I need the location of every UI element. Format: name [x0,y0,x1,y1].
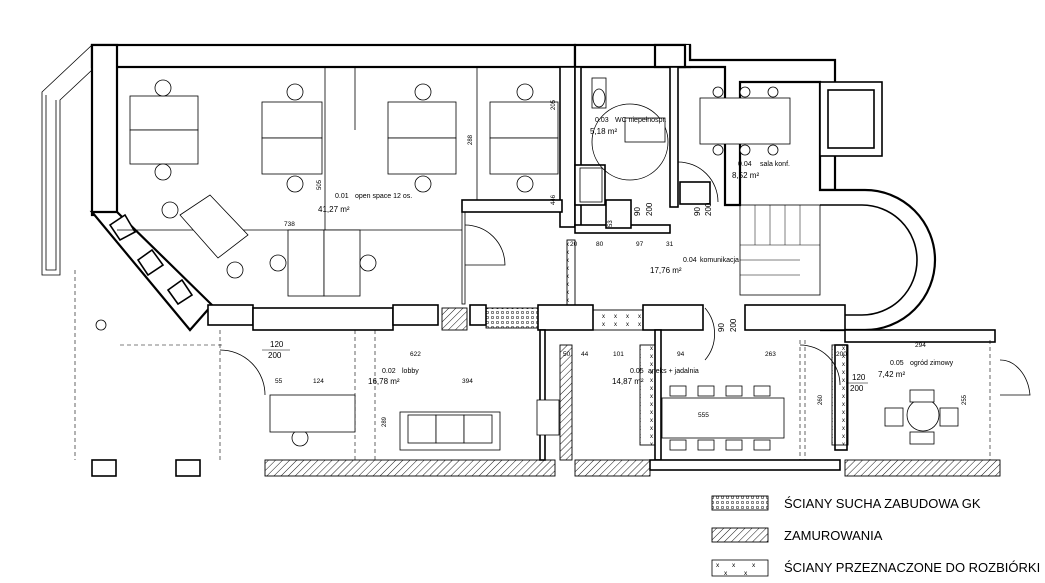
room-label-sala-konf: 0.04 sala konf. 8,52 m² [732,161,790,180]
svg-text:394: 394 [462,378,473,385]
svg-text:0.05: 0.05 [890,360,904,367]
svg-text:289: 289 [382,416,388,427]
svg-text:124: 124 [313,378,324,385]
svg-text:sala konf.: sala konf. [760,161,790,168]
svg-text:738: 738 [284,221,295,228]
legend-item-gk: ŚCIANY SUCHA ZABUDOWA GK [711,495,981,511]
svg-text:90: 90 [717,323,726,332]
svg-text:41,27 m²: 41,27 m² [318,205,350,214]
svg-text:16,78 m²: 16,78 m² [368,377,400,386]
svg-text:55: 55 [275,378,283,385]
svg-text:5,18 m²: 5,18 m² [590,127,617,136]
svg-text:200: 200 [704,202,713,216]
svg-text:101: 101 [613,351,624,358]
room-label-komunikacja: 0.04 komunikacja 17,76 m² [650,257,739,275]
legend-swatch-dots [711,495,769,511]
svg-text:555: 555 [698,412,709,419]
svg-text:80: 80 [596,241,604,248]
svg-text:8,52 m²: 8,52 m² [732,171,759,180]
legend-item-rozbiorka: x x x x x ŚCIANY PRZEZNACZONE DO ROZBIÓR… [711,559,1040,577]
svg-text:288: 288 [468,134,474,145]
svg-text:200: 200 [729,318,738,332]
svg-text:ZAMUROWANIA: ZAMUROWANIA [784,528,883,543]
svg-text:17,76 m²: 17,76 m² [650,266,682,275]
svg-text:x: x [724,570,728,577]
legend-item-zamurowania: ZAMUROWANIA [711,527,883,543]
svg-text:446: 446 [551,194,557,205]
legend-swatch-hatch [711,527,769,543]
room-label-wc: 0.03 WC niepełnospr. 5,18 m² [590,117,666,136]
dimension-labels: 738 205 288 446 505 20 80 97 31 53 120 2… [262,99,968,427]
svg-text:263: 263 [765,351,776,358]
svg-text:20: 20 [570,241,578,248]
svg-text:0.03: 0.03 [595,117,609,124]
room-label-open-space: 0.01 open space 12 os. 41,27 m² [318,193,412,214]
room-label-lobby: 0.02 lobby 16,78 m² [368,368,419,386]
svg-text:200: 200 [645,202,654,216]
svg-text:44: 44 [581,351,589,358]
svg-text:x: x [744,570,748,577]
room-label-aneks: 0.05 aneks + jadalnia 14,87 m² [612,368,699,386]
svg-text:0.04: 0.04 [738,161,752,168]
svg-text:ŚCIANY SUCHA ZABUDOWA GK: ŚCIANY SUCHA ZABUDOWA GK [784,496,981,511]
svg-text:90: 90 [633,207,642,216]
svg-text:komunikacja: komunikacja [700,257,739,264]
legend-swatch-xmarks [711,559,769,577]
svg-text:0.04: 0.04 [683,257,697,264]
svg-text:200: 200 [850,384,864,393]
svg-text:260: 260 [818,394,824,405]
legend: ŚCIANY SUCHA ZABUDOWA GK ZAMUROWANIA x x… [711,495,1040,577]
svg-text:0.02: 0.02 [382,368,396,375]
furniture [129,77,959,451]
svg-text:200: 200 [836,351,847,358]
svg-text:294: 294 [915,342,926,349]
svg-text:WC niepełnospr.: WC niepełnospr. [615,117,666,124]
svg-text:ogród zimowy: ogród zimowy [910,360,954,367]
room-label-ogrod: 0.05 ogród zimowy 7,42 m² [878,360,954,379]
svg-text:lobby: lobby [402,368,419,375]
svg-text:53: 53 [608,220,614,227]
svg-text:255: 255 [962,394,968,405]
svg-text:0.05: 0.05 [630,368,644,375]
staircase [739,204,821,296]
svg-text:x: x [752,562,756,569]
svg-text:97: 97 [636,241,644,248]
svg-text:7,42 m²: 7,42 m² [878,370,905,379]
svg-text:200: 200 [268,351,282,360]
svg-text:0.01: 0.01 [335,193,349,200]
svg-text:120: 120 [270,340,284,349]
svg-text:open space 12 os.: open space 12 os. [355,193,412,200]
svg-text:205: 205 [551,99,557,110]
svg-text:94: 94 [677,351,685,358]
svg-text:505: 505 [317,179,323,190]
svg-text:x: x [716,562,720,569]
svg-text:90: 90 [693,207,702,216]
svg-text:14,87 m²: 14,87 m² [612,377,644,386]
svg-text:x: x [732,562,736,569]
chair-group [154,79,779,447]
interior-walls [74,66,1031,477]
svg-text:ŚCIANY PRZEZNACZONE DO ROZBIÓR: ŚCIANY PRZEZNACZONE DO ROZBIÓRKI [784,560,1040,575]
svg-text:aneks + jadalnia: aneks + jadalnia [648,368,699,375]
svg-text:31: 31 [666,241,674,248]
svg-text:120: 120 [852,373,866,382]
outer-walls [41,43,937,332]
svg-text:50: 50 [563,351,571,358]
svg-text:622: 622 [410,351,421,358]
